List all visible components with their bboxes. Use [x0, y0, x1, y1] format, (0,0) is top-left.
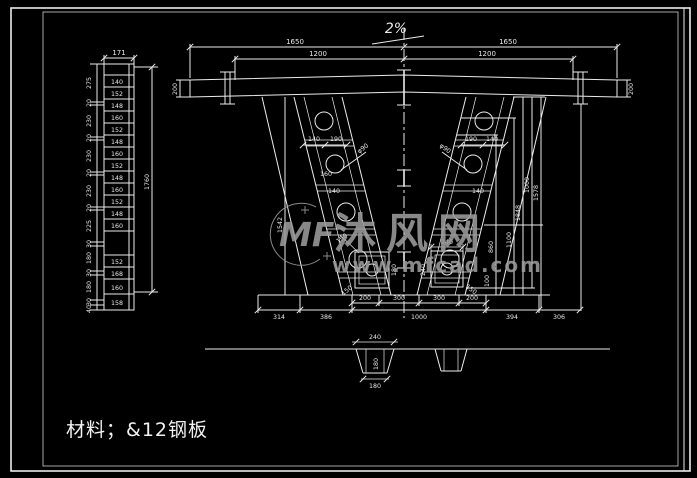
dim-200: 200	[359, 295, 371, 302]
chain-dim: 230	[86, 150, 93, 162]
dim-240: 240	[369, 334, 381, 341]
watermark-site-name: 沐风网	[334, 209, 490, 258]
dim-306: 306	[553, 314, 565, 321]
top-dimension-labels: 1650 1650 1200 1200 200 200	[172, 38, 635, 95]
dim-1200-right: 1200	[478, 50, 496, 58]
dim-160: 160	[320, 171, 332, 178]
dim-314: 314	[273, 314, 285, 321]
hole-diameter-left: φ90	[356, 142, 370, 155]
segment-dim: 152	[111, 259, 123, 266]
dim-140: 140	[308, 136, 320, 143]
dim-240-side: 240	[420, 264, 427, 276]
watermark: MF 沐风网 www.mfcad.com	[269, 202, 543, 277]
dim-240-top: 240	[441, 239, 453, 246]
dim-200: 200	[466, 295, 478, 302]
chain-dim: 20	[86, 134, 93, 142]
dim-190: 190	[330, 136, 342, 143]
segment-dim: 148	[111, 175, 123, 182]
dim-190: 190	[465, 136, 477, 143]
segment-dim: 168	[111, 271, 123, 278]
hole-diameter-right: φ90	[438, 142, 452, 155]
segment-dim: 160	[111, 187, 123, 194]
bottom-view	[205, 338, 610, 383]
dim-394: 394	[506, 314, 518, 321]
material-note: 材料；&12钢板	[66, 419, 208, 441]
chain-dim: 230	[86, 115, 93, 127]
chain-dim: 20	[86, 99, 93, 107]
dim-140: 140	[328, 188, 340, 195]
segment-dim: 148	[111, 139, 123, 146]
dim-860: 860	[488, 241, 495, 253]
dim-180: 180	[391, 264, 398, 276]
dim-158: 158	[111, 300, 123, 307]
chain-dim: 30	[86, 269, 93, 277]
dim-1100: 1100	[506, 232, 513, 248]
dim-200-right: 200	[628, 83, 635, 95]
side-view-labels: 171 140 152 148 160 152 148 160 152 148 …	[86, 49, 151, 313]
side-view-linework	[90, 54, 158, 311]
dim-180-height: 180	[373, 358, 380, 370]
dim-140: 140	[486, 136, 498, 143]
height-dimension-labels: 1542 860 1100 1848 1000 1578	[277, 177, 540, 253]
dim-100: 100	[484, 275, 491, 287]
dim-1848: 1848	[515, 205, 522, 221]
chain-dim: 230	[86, 185, 93, 197]
dim-1000: 1000	[411, 314, 427, 321]
watermark-logo-arc	[269, 202, 321, 266]
dim-140: 140	[472, 188, 484, 195]
chain-dim: 180	[86, 281, 93, 293]
dim-180-bottom: 180	[369, 383, 381, 390]
segment-dim: 152	[111, 199, 123, 206]
dim-386: 386	[320, 314, 332, 321]
dim-300: 300	[433, 295, 445, 302]
segment-dim: 152	[111, 127, 123, 134]
bearing-plates	[339, 234, 467, 289]
drawing-border	[10, 7, 691, 472]
bottom-dimension-labels: 200 300 300 200 314 386 1000 394 306	[273, 295, 565, 321]
dim-1542: 1542	[277, 217, 284, 233]
chain-dim: 40	[86, 305, 93, 313]
bottom-dimensions	[254, 295, 584, 314]
height-dimensions	[284, 96, 582, 311]
left-leg	[293, 96, 392, 296]
segment-dim: 160	[111, 151, 123, 158]
top-dimensions	[176, 43, 631, 98]
watermark-site-url: www.mfcad.com	[332, 253, 543, 277]
dim-171: 171	[112, 49, 125, 57]
segment-dim: 160	[111, 223, 123, 230]
segment-dim: 152	[111, 163, 123, 170]
chain-dim: 30	[86, 240, 93, 248]
dim-1000: 1000	[524, 177, 531, 193]
segment-dim: 140	[111, 79, 123, 86]
dim-1200-left: 1200	[309, 50, 327, 58]
watermark-logo-text: MF	[279, 215, 335, 254]
dim-1650-right: 1650	[499, 38, 517, 46]
leg-dimensions	[299, 141, 509, 171]
center-line	[397, 28, 411, 318]
dim-1760: 1760	[144, 174, 151, 190]
chain-dim: 275	[86, 77, 93, 89]
chain-dim: 30	[86, 298, 93, 306]
segment-dim: 152	[111, 91, 123, 98]
slope-annotation: 2%	[371, 21, 425, 45]
segment-dim: 160	[111, 285, 123, 292]
chain-dim: 180	[86, 252, 93, 264]
dim-1578: 1578	[533, 185, 540, 201]
segment-dim: 160	[111, 115, 123, 122]
bottom-view-labels: 240 180 180	[369, 334, 381, 390]
slope-label: 2%	[385, 21, 407, 37]
chain-dim: 20	[86, 204, 93, 212]
chain-dim: 20	[86, 169, 93, 177]
dim-300: 300	[393, 295, 405, 302]
dim-200-left: 200	[172, 83, 179, 95]
segment-dim: 148	[111, 211, 123, 218]
dim-1650-left: 1650	[286, 38, 304, 46]
segment-dim: 148	[111, 103, 123, 110]
chain-dim: 225	[86, 220, 93, 232]
